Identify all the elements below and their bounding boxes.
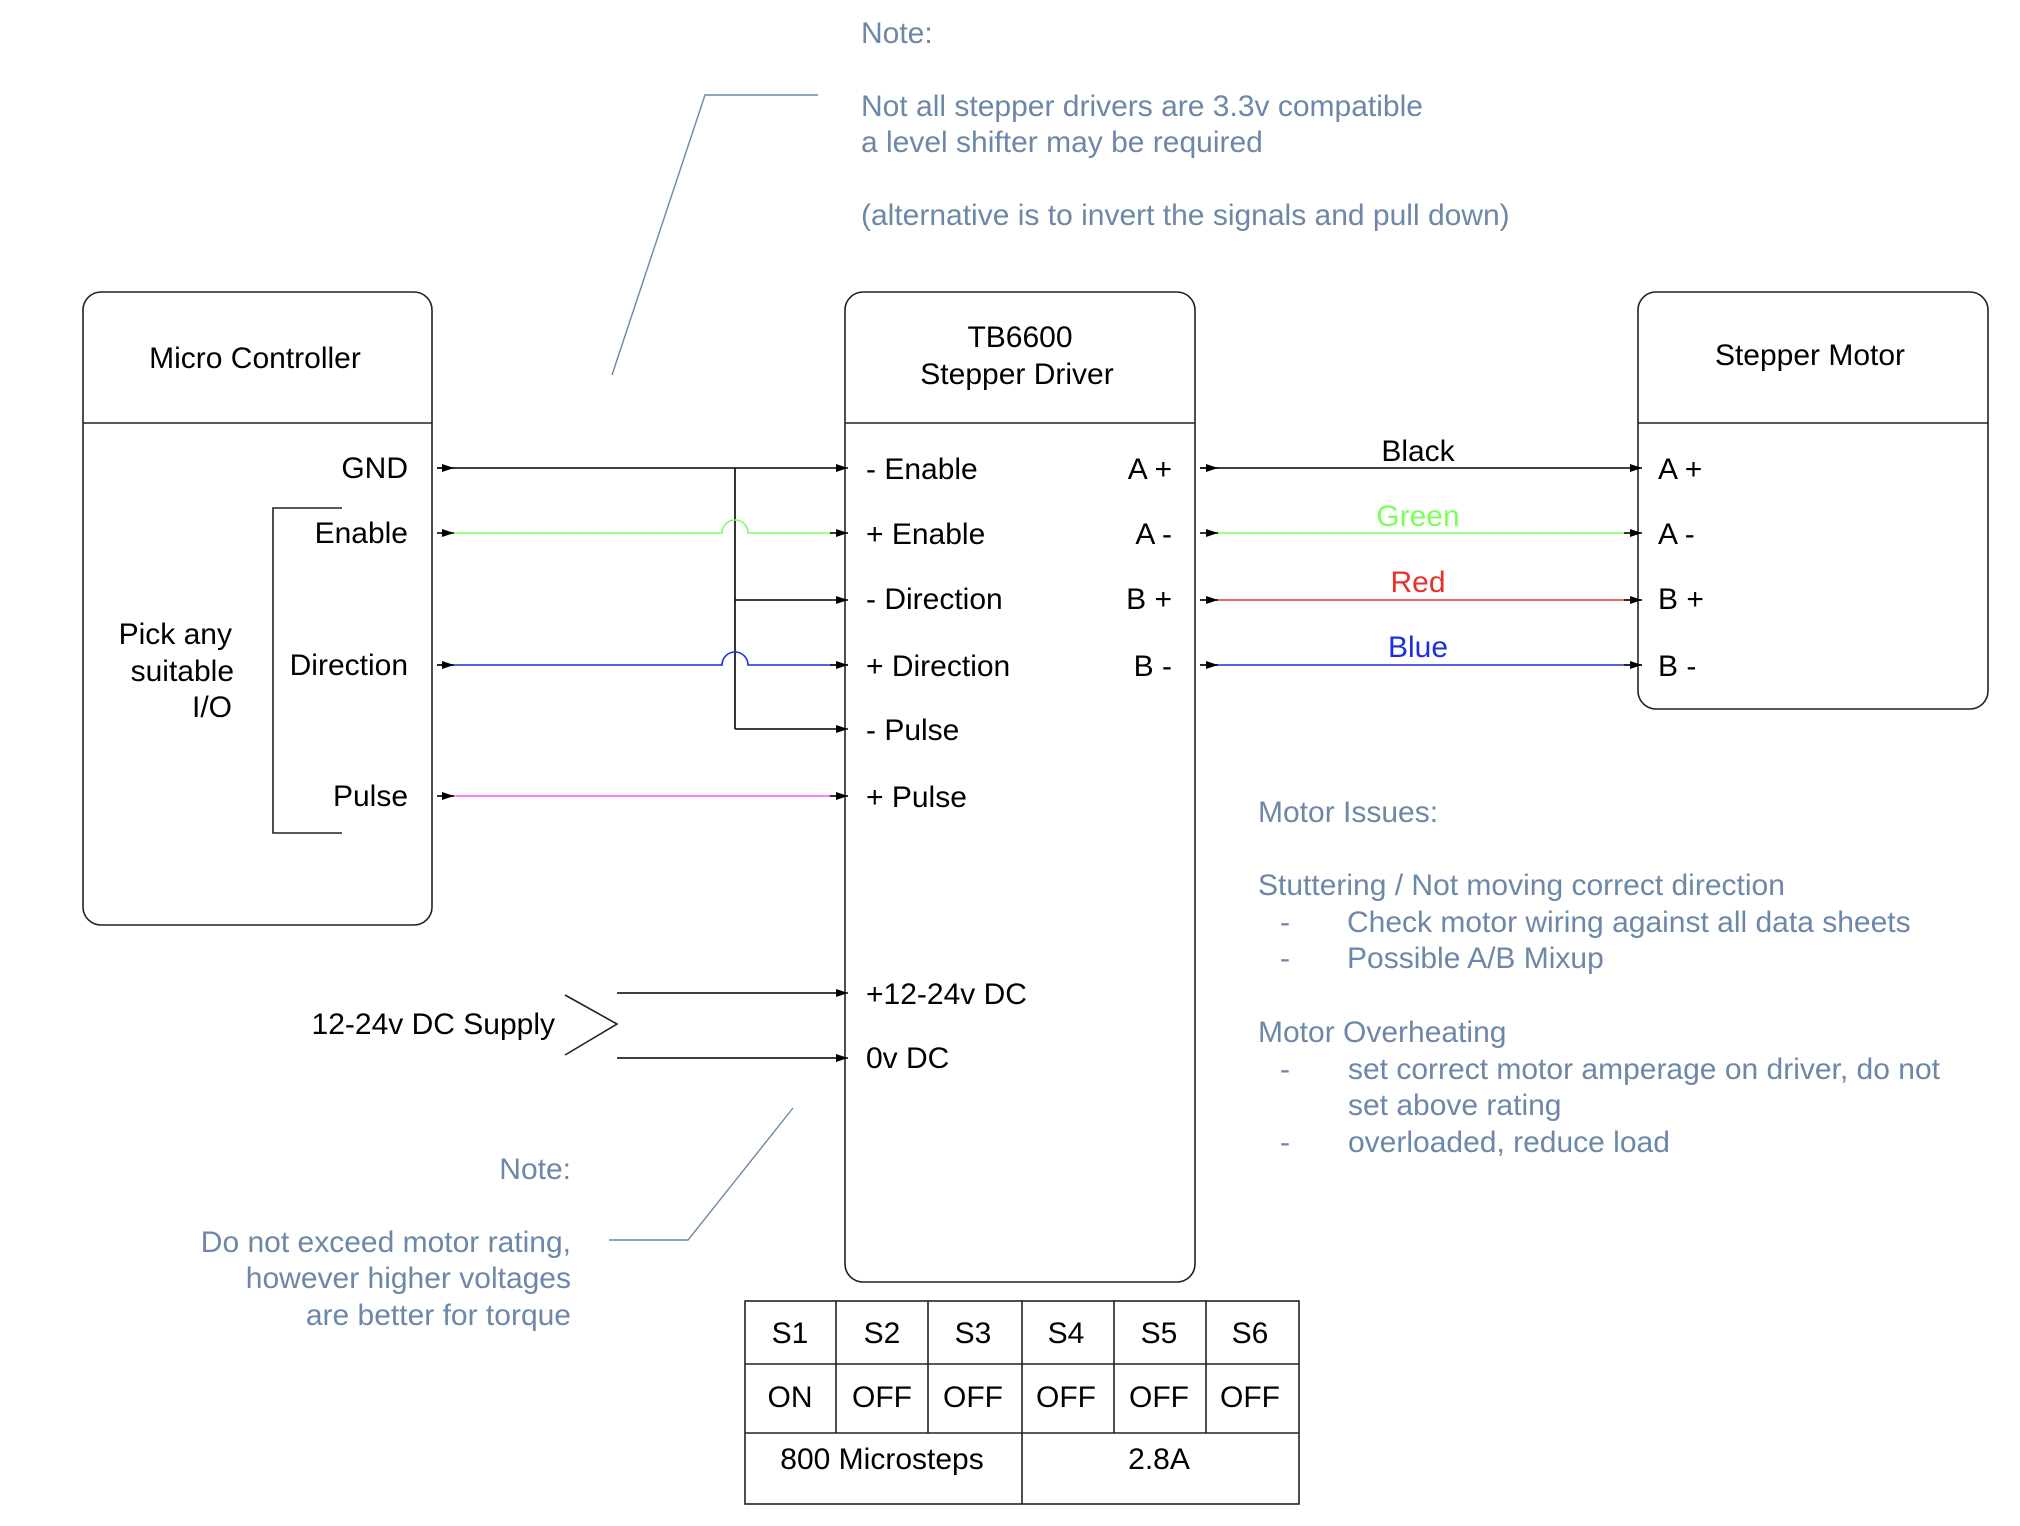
wire-label-blue: Blue: [1388, 631, 1448, 664]
issue-item: Possible A/B Mixup: [1347, 942, 1604, 975]
issue-item: Check motor wiring against all data shee…: [1347, 906, 1911, 939]
stepper-motor-outline: [1637, 291, 1989, 710]
dip-header: S3: [955, 1317, 992, 1350]
supply-label: 12-24v DC Supply: [312, 1008, 555, 1041]
dip-value: OFF: [1220, 1381, 1280, 1414]
driver-in-pulse-minus: - Pulse: [866, 714, 959, 747]
motor-issues-heading: Motor Issues:: [1258, 796, 1438, 829]
micro-controller-title: Micro Controller: [149, 342, 361, 375]
issue-bullet: -: [1280, 906, 1290, 939]
wire-label-red: Red: [1390, 566, 1445, 599]
issue-bullet: -: [1280, 1126, 1290, 1159]
driver-box: TB6600 Stepper Driver - Enable + Enable …: [844, 291, 1196, 1283]
motor-pin-b-minus: B -: [1658, 650, 1696, 683]
micro-controller-box: Micro Controller GND Enable Direction Pu…: [82, 291, 433, 926]
bottom-note-line: Do not exceed motor rating,: [201, 1226, 571, 1259]
io-note-line: suitable: [131, 655, 234, 688]
top-note-heading: Note:: [861, 17, 933, 50]
dip-value: ON: [768, 1381, 813, 1414]
motor-wires: Black Green Red Blue: [1200, 435, 1642, 669]
bottom-note-line: are better for torque: [306, 1299, 571, 1332]
io-bracket: [272, 507, 342, 834]
dip-header: S6: [1232, 1317, 1269, 1350]
issue-bullet: -: [1280, 1053, 1290, 1086]
driver-in-power-zero: 0v DC: [866, 1042, 949, 1075]
stepper-motor-title: Stepper Motor: [1715, 339, 1905, 372]
mc-pin-enable: Enable: [315, 517, 408, 550]
motor-pin-a-plus: A +: [1658, 453, 1702, 486]
top-note-line: a level shifter may be required: [861, 126, 1263, 159]
io-note-line: I/O: [192, 691, 232, 724]
dip-value: OFF: [1129, 1381, 1189, 1414]
io-note-line: Pick any: [119, 618, 232, 651]
mc-pin-gnd: GND: [341, 452, 408, 485]
issue-group-title: Stuttering / Not moving correct directio…: [1258, 869, 1785, 902]
dip-header: S2: [864, 1317, 901, 1350]
dip-value: OFF: [852, 1381, 912, 1414]
power-supply: 12-24v DC Supply: [312, 989, 848, 1062]
wire-label-green: Green: [1376, 500, 1459, 533]
driver-out-b-plus: B +: [1126, 583, 1172, 616]
wire-enable: [437, 519, 848, 534]
motor-issues: Motor Issues: Stuttering / Not moving co…: [1258, 796, 1941, 1159]
dip-switch-table: S1 S2 S3 S4 S5 S6 ON OFF OFF OFF OFF OFF…: [744, 1300, 1300, 1505]
driver-in-enable-plus: + Enable: [866, 518, 985, 551]
supply-chevron: [564, 994, 619, 1056]
wire-direction: [437, 651, 848, 666]
dip-value: OFF: [943, 1381, 1003, 1414]
top-note: Note: Not all stepper drivers are 3.3v c…: [611, 17, 1510, 376]
dip-microsteps: 800 Microsteps: [780, 1443, 983, 1476]
driver-in-pulse-plus: + Pulse: [866, 781, 967, 814]
issue-item: set above rating: [1348, 1089, 1561, 1122]
bottom-note-leader: [609, 1107, 794, 1241]
driver-in-enable-minus: - Enable: [866, 453, 978, 486]
driver-out-b-minus: B -: [1134, 650, 1172, 683]
top-note-line: (alternative is to invert the signals an…: [861, 199, 1510, 232]
dip-header: S4: [1048, 1317, 1085, 1350]
top-note-leader: [611, 94, 818, 376]
driver-out-a-plus: A +: [1128, 453, 1172, 486]
issue-item: overloaded, reduce load: [1348, 1126, 1670, 1159]
dip-header: S1: [772, 1317, 809, 1350]
mc-pin-pulse: Pulse: [333, 780, 408, 813]
driver-in-direction-minus: - Direction: [866, 583, 1003, 616]
top-note-line: Not all stepper drivers are 3.3v compati…: [861, 90, 1423, 123]
mc-pin-direction: Direction: [290, 649, 408, 682]
driver-out-a-minus: A -: [1135, 518, 1172, 551]
dip-header: S5: [1141, 1317, 1178, 1350]
motor-pin-a-minus: A -: [1658, 518, 1695, 551]
bottom-note-heading: Note:: [499, 1153, 571, 1186]
issue-bullet: -: [1280, 942, 1290, 975]
wire-label-black: Black: [1381, 435, 1455, 468]
driver-in-power-plus: +12-24v DC: [866, 978, 1027, 1011]
dip-value: OFF: [1036, 1381, 1096, 1414]
dip-current: 2.8A: [1128, 1443, 1190, 1476]
driver-in-direction-plus: + Direction: [866, 650, 1010, 683]
bottom-note: Note: Do not exceed motor rating, howeve…: [201, 1107, 794, 1332]
driver-title-line: TB6600: [967, 321, 1072, 354]
driver-outline: [844, 291, 1196, 1283]
driver-title-line: Stepper Driver: [920, 358, 1113, 391]
motor-pin-b-plus: B +: [1658, 583, 1704, 616]
issue-item: set correct motor amperage on driver, do…: [1348, 1053, 1941, 1086]
micro-controller-outline: [82, 291, 433, 926]
stepper-motor-box: Stepper Motor A + A - B + B -: [1637, 291, 1989, 710]
issue-group-title: Motor Overheating: [1258, 1016, 1506, 1049]
signal-wires: [437, 464, 848, 800]
bottom-note-line: however higher voltages: [246, 1262, 571, 1295]
